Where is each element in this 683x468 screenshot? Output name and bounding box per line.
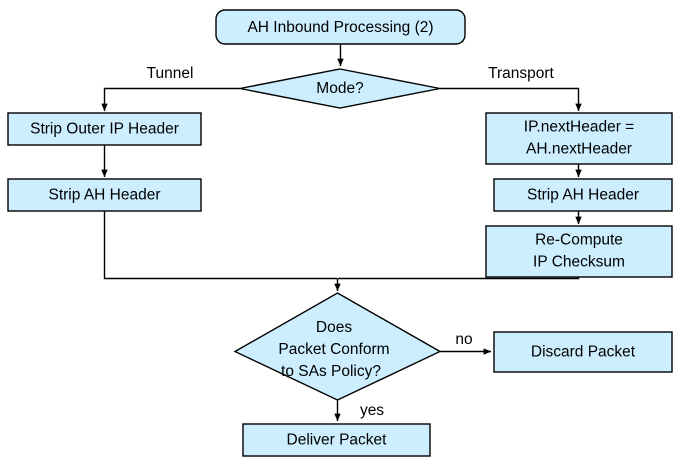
node-deliver-packet[interactable]: Deliver Packet (242, 423, 431, 457)
edge-label-no: no (455, 331, 472, 348)
recompute-checksum-label-line2: IP Checksum (533, 254, 625, 271)
discard-packet-box[interactable] (493, 331, 673, 373)
strip-ah-header-transport-label: Strip AH Header (527, 187, 639, 204)
recompute-checksum-label-line1: Re-Compute (535, 232, 623, 249)
edge-label-transport: Transport (488, 65, 554, 82)
node-discard-packet[interactable]: Discard Packet (493, 331, 673, 373)
node-start[interactable]: AH Inbound Processing (2) (215, 9, 466, 45)
start-label: AH Inbound Processing (2) (247, 19, 433, 36)
node-ip-next-header[interactable]: IP.nextHeader = AH.nextHeader (485, 112, 673, 165)
mode-diamond[interactable] (239, 68, 441, 109)
ip-next-header-box[interactable] (485, 112, 673, 165)
strip-ah-header-tunnel-label: Strip AH Header (49, 187, 161, 204)
edge-label-tunnel: Tunnel (147, 65, 194, 82)
discard-packet-label: Discard Packet (531, 344, 636, 361)
policy-diamond[interactable] (233, 292, 442, 401)
node-strip-ah-header-transport[interactable]: Strip AH Header (493, 178, 673, 212)
strip-ah-header-tunnel-box[interactable] (7, 178, 202, 212)
node-mode-decision[interactable]: Mode? (239, 68, 441, 109)
node-policy-decision[interactable]: Does Packet Conform to SAs Policy? (233, 292, 442, 401)
connectors (101, 44, 582, 422)
connector-tunnel-to-merge (103, 211, 337, 280)
policy-label-line2: Packet Conform (278, 341, 389, 358)
ip-next-header-label-line2: AH.nextHeader (526, 141, 632, 158)
strip-ah-header-transport-box[interactable] (493, 178, 673, 212)
connector-mode-to-transport-branch (440, 87, 582, 112)
deliver-packet-box[interactable] (242, 423, 431, 457)
ip-next-header-label-line1: IP.nextHeader = (524, 119, 634, 136)
strip-outer-ip-header-box[interactable] (7, 112, 202, 146)
strip-outer-ip-header-label: Strip Outer IP Header (30, 121, 179, 138)
policy-label-line1: Does (316, 319, 352, 336)
policy-label-line3: to SAs Policy? (281, 363, 381, 380)
start-box[interactable] (215, 9, 466, 45)
edge-label-yes: yes (360, 402, 384, 419)
connector-mode-to-tunnel-branch (101, 87, 240, 112)
node-strip-ah-header-tunnel[interactable]: Strip AH Header (7, 178, 202, 212)
node-recompute-checksum[interactable]: Re-Compute IP Checksum (485, 225, 673, 278)
deliver-packet-label: Deliver Packet (287, 432, 388, 449)
node-strip-outer-ip-header[interactable]: Strip Outer IP Header (7, 112, 202, 146)
recompute-checksum-box[interactable] (485, 225, 673, 278)
mode-label: Mode? (316, 80, 364, 97)
